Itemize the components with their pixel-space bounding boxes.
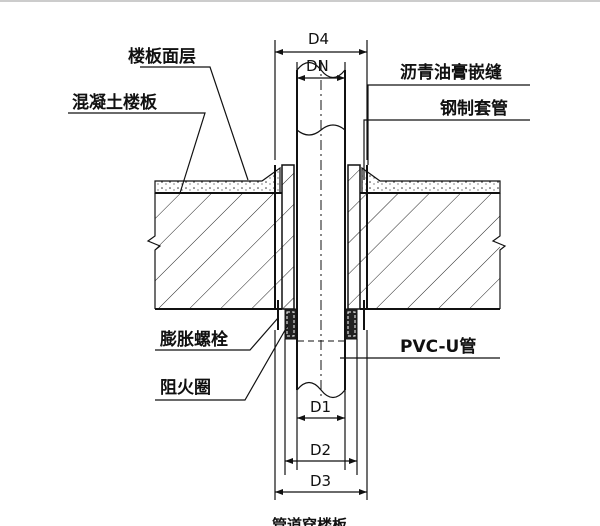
dim-dn: DN bbox=[306, 57, 329, 75]
label-concrete-slab: 混凝土楼板 bbox=[72, 92, 158, 113]
dim-d2: D2 bbox=[310, 441, 331, 459]
label-pvc-pipe: PVC-U管 bbox=[400, 336, 476, 357]
dim-d4: D4 bbox=[308, 30, 329, 48]
label-expansion-bolt: 膨胀螺栓 bbox=[160, 329, 228, 350]
top-dimension-lines bbox=[274, 40, 368, 160]
label-asphalt-joint: 沥青油膏嵌缝 bbox=[400, 62, 502, 83]
concrete-slab-left bbox=[146, 192, 282, 310]
steel-sleeve bbox=[274, 164, 368, 310]
leader-lines bbox=[68, 66, 530, 401]
label-floor-surface: 楼板面层 bbox=[128, 46, 196, 67]
expansion-bolts bbox=[277, 300, 365, 330]
concrete-slab-right bbox=[360, 192, 507, 310]
dim-d1: D1 bbox=[310, 398, 331, 416]
fire-stop-ring bbox=[284, 308, 358, 340]
bottom-dimension-lines bbox=[274, 330, 368, 500]
caption: 管道穿楼板 bbox=[272, 516, 348, 526]
label-steel-sleeve: 钢制套管 bbox=[440, 98, 508, 119]
label-fire-ring: 阻火圈 bbox=[160, 378, 211, 398]
dim-d3: D3 bbox=[310, 472, 331, 490]
pvc-pipe bbox=[296, 60, 346, 400]
floor-surface-layer bbox=[154, 166, 501, 194]
